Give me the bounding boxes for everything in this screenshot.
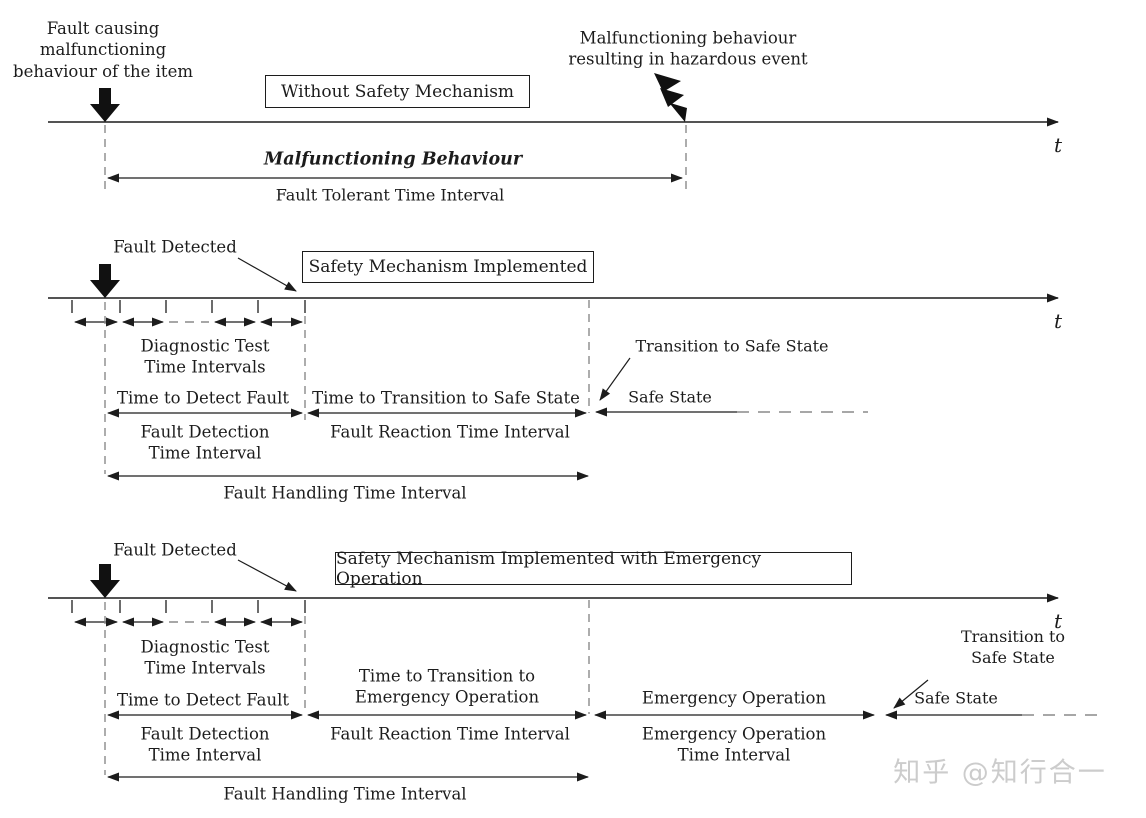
diagnostic-ticks-3 [71, 600, 306, 613]
fault-arrow-icon-2 [90, 264, 120, 298]
time-axis-label-1: t [1053, 133, 1063, 157]
fault-arrow-icon-1 [90, 88, 120, 122]
fault-detected-label-3: Fault Detected [113, 540, 237, 560]
safe-state-label-3: Safe State [914, 688, 998, 708]
hazard-event-label: Malfunctioning behaviour resulting in ha… [568, 28, 808, 69]
fault-cause-label: Fault causing malfunctioning behaviour o… [13, 18, 193, 81]
fault-detected-label-2: Fault Detected [113, 237, 237, 257]
time-axis-label-2: t [1053, 309, 1063, 333]
diagnostic-test-label-2: Diagnostic Test Time Intervals [140, 336, 270, 377]
time-axis-label-3: t [1053, 609, 1063, 633]
event-dashed-lines-1 [104, 125, 687, 190]
emergency-operation-interval-label-3: Emergency Operation Time Interval [641, 724, 827, 765]
time-to-detect-label-2: Time to Detect Fault [117, 388, 289, 408]
fault-detected-pointer-2 [237, 257, 297, 292]
without-safety-mechanism-box-label: Without Safety Mechanism [280, 81, 515, 102]
safe-state-label-2: Safe State [628, 387, 712, 407]
fault-detection-interval-label-3: Fault Detection Time Interval [140, 724, 270, 765]
safety-mechanism-box: Safety Mechanism Implemented [302, 251, 594, 283]
fault-reaction-interval-label-3: Fault Reaction Time Interval [330, 724, 570, 744]
interval-arrows-2 [107, 408, 589, 481]
event-dashed-lines-2 [104, 300, 590, 474]
time-to-detect-label-3: Time to Detect Fault [117, 690, 289, 710]
malfunctioning-behaviour-label: Malfunctioning Behaviour [263, 149, 523, 170]
transition-pointer-2 [599, 357, 631, 401]
emergency-operation-label-3: Emergency Operation [641, 688, 827, 708]
safety-mechanism-box-label: Safety Mechanism Implemented [308, 257, 588, 277]
time-to-transition-label-2: Time to Transition to Safe State [312, 388, 580, 408]
transition-to-safe-state-label-2: Transition to Safe State [635, 336, 829, 356]
diagnostic-ticks-2 [71, 300, 306, 313]
fault-detection-interval-label-2: Fault Detection Time Interval [140, 422, 270, 463]
fault-handling-interval-label-3: Fault Handling Time Interval [223, 784, 467, 804]
lightning-icon [654, 73, 687, 122]
transition-pointer-3 [893, 679, 929, 709]
safety-mechanism-emergency-box-label: Safety Mechanism Implemented with Emerge… [336, 548, 762, 589]
without-safety-mechanism-box: Without Safety Mechanism [265, 75, 530, 108]
safety-mechanism-emergency-box: Safety Mechanism Implemented with Emerge… [335, 549, 852, 589]
event-dashed-lines-3 [104, 600, 590, 775]
fault-reaction-interval-label-2: Fault Reaction Time Interval [330, 422, 570, 442]
fault-handling-interval-label-2: Fault Handling Time Interval [223, 483, 467, 503]
fault-detected-pointer-3 [237, 559, 297, 592]
fault-arrow-icon-3 [90, 564, 120, 598]
watermark: 知乎 @知行合一 [893, 757, 1107, 789]
interval-arrows-3 [107, 710, 875, 782]
fault-tolerant-interval-label: Fault Tolerant Time Interval [275, 185, 505, 205]
time-to-transition-label-3: Time to Transition to Emergency Operatio… [354, 666, 540, 707]
transition-to-safe-state-label-3: Transition to Safe State [960, 627, 1066, 667]
diagnostic-test-label-3: Diagnostic Test Time Intervals [140, 637, 270, 678]
